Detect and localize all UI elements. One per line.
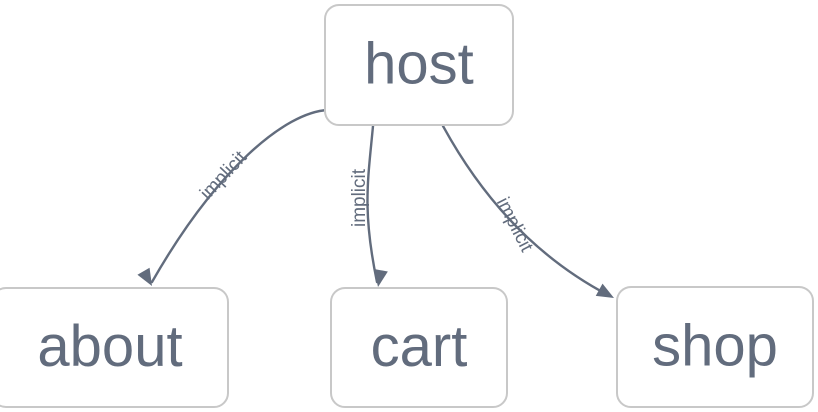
node-label: shop xyxy=(652,313,778,378)
nodes-layer: host about cart shop xyxy=(0,4,814,408)
edge-arrowhead-icon xyxy=(374,269,388,287)
node-label: host xyxy=(364,31,474,96)
node-host[interactable]: host xyxy=(324,4,514,126)
node-label: about xyxy=(37,314,182,379)
edge-line xyxy=(366,124,379,284)
edge-label: implicit xyxy=(349,168,370,227)
node-shop[interactable]: shop xyxy=(616,286,814,408)
edge-arrowhead-icon xyxy=(595,283,614,298)
node-cart[interactable]: cart xyxy=(330,287,508,408)
edge-label: implicit xyxy=(492,194,537,256)
node-about[interactable]: about xyxy=(0,287,229,408)
node-box[interactable] xyxy=(324,4,514,126)
edge-arrowhead-icon xyxy=(137,267,152,286)
node-box[interactable] xyxy=(0,287,229,408)
node-label: cart xyxy=(371,314,468,379)
node-box[interactable] xyxy=(330,287,508,408)
node-box[interactable] xyxy=(616,286,814,408)
edge-label: implicit xyxy=(196,147,251,204)
edge-line xyxy=(441,124,610,297)
edge-host-to-cart xyxy=(366,124,388,287)
edge-labels-layer: implicit implicit implicit xyxy=(196,147,537,256)
edges-layer xyxy=(137,108,614,298)
edge-host-to-about xyxy=(137,108,330,286)
edge-line xyxy=(150,108,330,284)
edge-host-to-shop xyxy=(441,124,614,298)
